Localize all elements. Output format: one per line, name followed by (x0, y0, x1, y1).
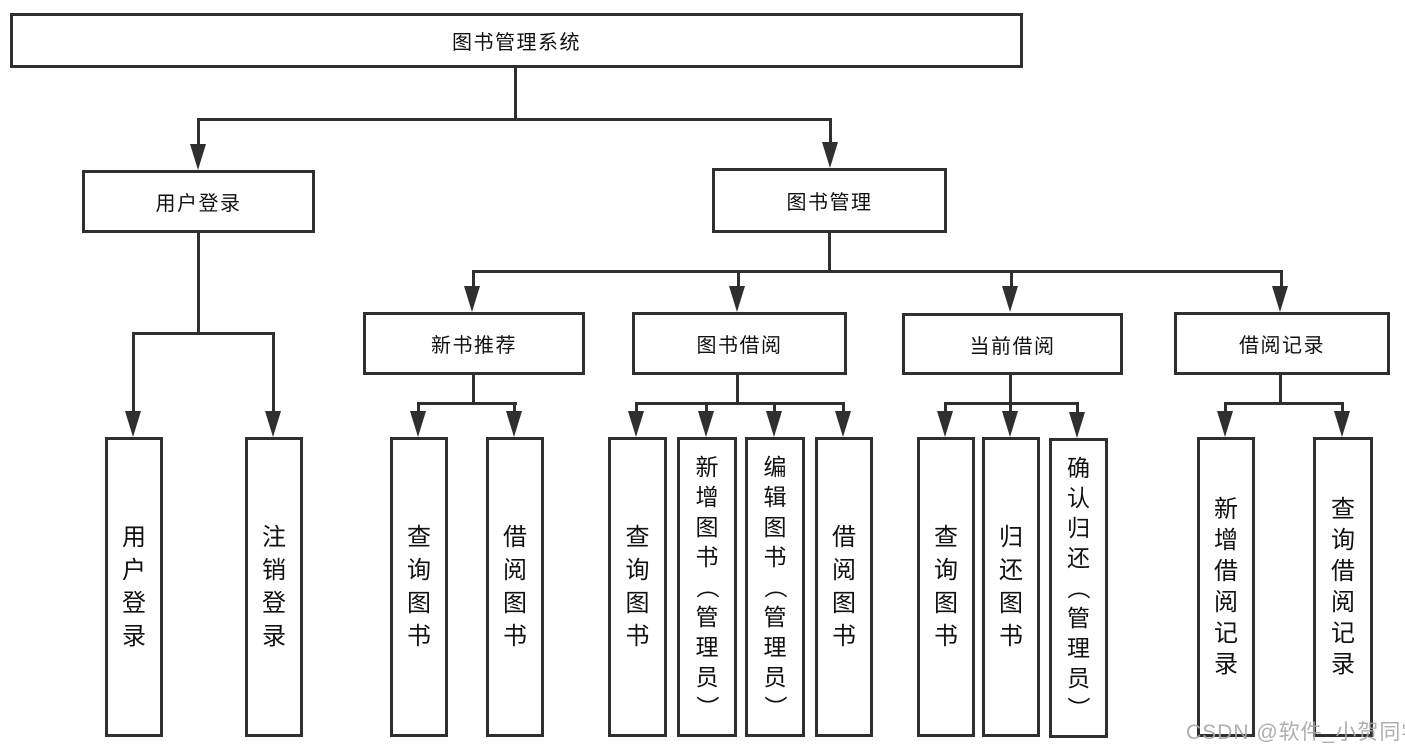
connector-new-book-rec-branch (417, 402, 517, 405)
leaf-add-borrow-record: 新增借阅记录 (1197, 437, 1255, 737)
connector-drop-cb-confirm (1076, 402, 1079, 413)
connector-drop-new-book-rec (472, 270, 475, 288)
node-root: 图书管理系统 (10, 13, 1023, 68)
connector-drop-bb-borrow (842, 402, 845, 413)
connector-drop-bb-add (705, 402, 708, 413)
arrowhead-current-borrow-icon (1002, 286, 1018, 312)
arrowhead-cb-query-icon (937, 411, 953, 437)
connector-drop-cb-query (944, 402, 947, 413)
arrowhead-user-login-icon (190, 144, 206, 170)
connector-book-borrow-branch (635, 402, 845, 405)
leaf-borrow-books-recommend: 借阅图书 (486, 437, 544, 737)
connector-book-mgmt-stem (828, 232, 831, 273)
connector-drop-user-login (197, 118, 200, 146)
connector-current-borrow-stem (1009, 374, 1012, 405)
connector-borrow-record-branch (1224, 402, 1344, 405)
leaf-user-login: 用户登录 (105, 437, 163, 737)
connector-drop-br-query (1341, 402, 1344, 413)
connector-drop-cb-return (1009, 402, 1012, 413)
connector-book-mgmt-branch (472, 270, 1283, 273)
connector-borrow-record-stem (1279, 374, 1282, 405)
arrowhead-borrow-record-icon (1272, 286, 1288, 312)
leaf-borrow-books-borrow: 借阅图书 (815, 437, 873, 737)
connector-user-login-stem (197, 232, 200, 335)
connector-drop-book-mgmt (829, 118, 832, 144)
connector-drop-bb-edit (773, 402, 776, 413)
connector-root-branch (197, 118, 832, 121)
arrowhead-bb-query-icon (628, 411, 644, 437)
node-user-login: 用户登录 (82, 170, 315, 233)
connector-user-login-branch (132, 332, 275, 335)
leaf-query-borrow-record: 查询借阅记录 (1313, 437, 1373, 737)
node-new-book-recommend: 新书推荐 (363, 312, 585, 375)
connector-drop-login-leaf (132, 332, 135, 413)
leaf-edit-books-admin: 编辑图书（管理员） (745, 437, 805, 737)
leaf-confirm-return-admin: 确认归还（管理员） (1049, 438, 1108, 738)
connector-drop-rec-borrow (513, 402, 516, 413)
arrowhead-bb-edit-icon (766, 411, 782, 437)
connector-drop-logout-leaf (272, 332, 275, 413)
leaf-query-books-recommend: 查询图书 (390, 437, 448, 737)
node-current-borrow: 当前借阅 (902, 313, 1123, 375)
arrowhead-br-add-icon (1217, 411, 1233, 437)
leaf-logout: 注销登录 (245, 437, 303, 737)
arrowhead-rec-query-icon (410, 411, 426, 437)
arrowhead-logout-leaf-icon (265, 411, 281, 437)
arrowhead-cb-confirm-icon (1069, 412, 1085, 438)
arrowhead-cb-return-icon (1002, 411, 1018, 437)
connector-new-book-rec-stem (472, 374, 475, 405)
connector-drop-rec-query (417, 402, 420, 413)
leaf-query-books-current: 查询图书 (917, 437, 975, 737)
arrowhead-book-borrow-icon (729, 286, 745, 312)
node-borrow-records: 借阅记录 (1174, 312, 1390, 375)
arrowhead-bb-add-icon (698, 411, 714, 437)
connector-drop-bb-query (635, 402, 638, 413)
arrowhead-login-leaf-icon (125, 411, 141, 437)
arrowhead-new-book-rec-icon (464, 286, 480, 312)
leaf-add-books-admin: 新增图书（管理员） (677, 437, 737, 737)
connector-drop-br-add (1224, 402, 1227, 413)
connector-book-borrow-stem (736, 374, 739, 405)
connector-drop-borrow-record (1280, 270, 1283, 288)
arrowhead-bb-borrow-icon (835, 411, 851, 437)
arrowhead-rec-borrow-icon (506, 411, 522, 437)
leaf-query-books-borrow: 查询图书 (608, 437, 667, 737)
connector-drop-book-borrow (737, 270, 740, 288)
connector-drop-current-borrow (1010, 270, 1013, 288)
arrowhead-book-mgmt-icon (822, 142, 838, 168)
node-book-borrow: 图书借阅 (632, 312, 847, 375)
csdn-watermark: CSDN @软件_小贺同学 (1186, 721, 1405, 744)
leaf-return-books: 归还图书 (982, 437, 1040, 737)
arrowhead-br-query-icon (1334, 411, 1350, 437)
connector-root-stem (514, 68, 517, 120)
node-book-management: 图书管理 (712, 168, 947, 233)
